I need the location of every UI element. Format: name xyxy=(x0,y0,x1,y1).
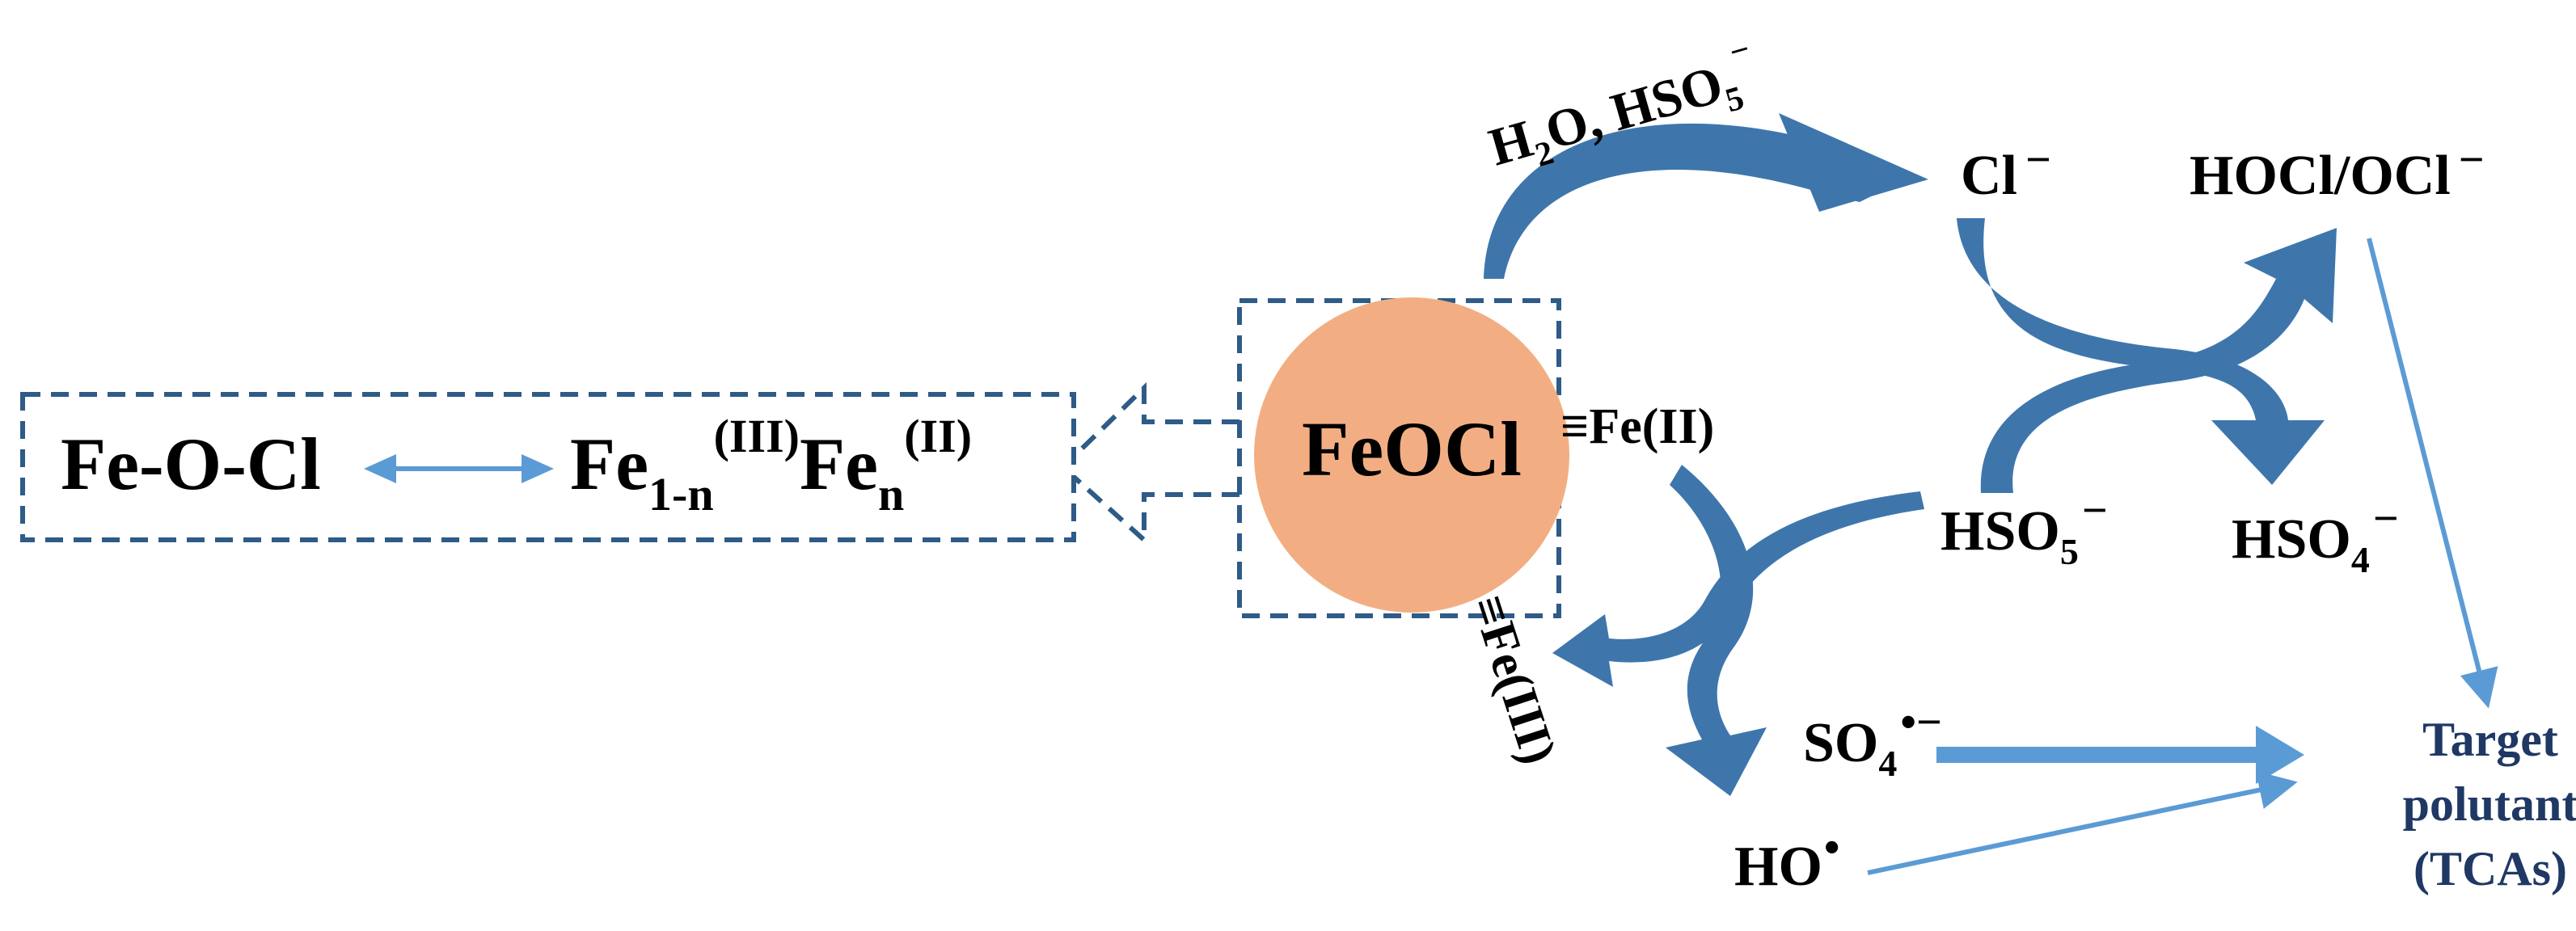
double-arrow xyxy=(364,454,554,483)
hso4-minus: HSO4− xyxy=(2232,494,2399,580)
fe-o-cl-label: Fe-O-Cl xyxy=(61,423,321,505)
hso5-minus: HSO5− xyxy=(1940,486,2108,572)
feocl-dashed-box xyxy=(1237,298,1561,618)
target-pollutant: Target polutant (TCAs) xyxy=(2403,713,2576,895)
cl-to-hso4-arrow xyxy=(1957,218,2325,485)
so4-to-target-arrow xyxy=(1936,726,2304,784)
dashed-connector xyxy=(1071,381,1239,546)
fe-ii-label: ≡Fe(II) xyxy=(1560,399,1714,454)
ho-to-target-arrow xyxy=(1867,770,2298,875)
top-arrow-head xyxy=(1779,113,1928,212)
hocl-ocl-minus: HOCl/OCl− xyxy=(2190,135,2485,207)
hso5-to-fe3-arrow xyxy=(1552,491,1924,687)
cl-minus: Cl− xyxy=(1961,135,2051,207)
feocl-label: FeOCl xyxy=(1302,406,1522,492)
svg-text:Target: Target xyxy=(2422,713,2558,766)
mixed-valence-formula: Fe1-n(III)Fen(II) xyxy=(570,410,972,520)
hso5-to-hocl-arrow xyxy=(1980,228,2337,493)
fe-iii-label: ≡Fe(III) xyxy=(1461,588,1567,770)
left-dashed-box xyxy=(20,392,1076,542)
svg-text:Fe1-n(III)Fen(II): Fe1-n(III)Fen(II) xyxy=(570,410,972,520)
svg-text:polutant: polutant xyxy=(2403,777,2576,831)
hocl-to-target-arrow xyxy=(2367,238,2498,709)
ho-radical: HO• xyxy=(1734,823,1840,898)
svg-text:(TCAs): (TCAs) xyxy=(2413,842,2567,895)
so4-radical: SO4•− xyxy=(1803,697,1942,784)
feocl-particle xyxy=(1254,297,1569,613)
